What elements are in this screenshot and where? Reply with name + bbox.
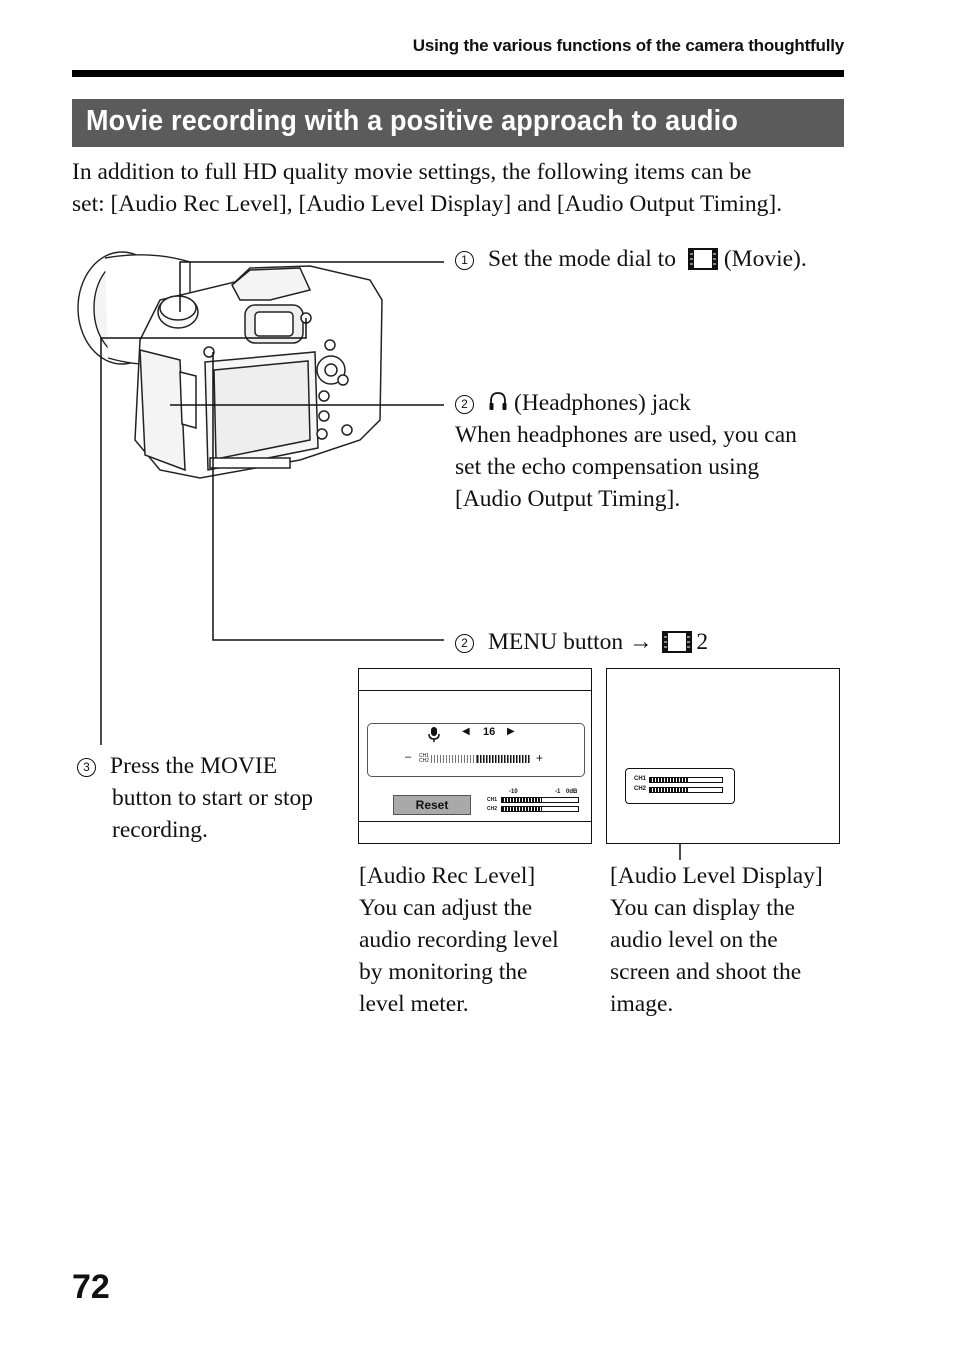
display-meter-ch1 xyxy=(649,777,723,783)
level-display-box: CH1 CH2 xyxy=(625,768,735,804)
movie-step-line-2: button to start or stop xyxy=(112,785,314,811)
leader-menu-button xyxy=(212,352,444,641)
intro-line-2: set: [Audio Rec Level], [Audio Level Dis… xyxy=(72,191,783,217)
menu-page-number: 2 xyxy=(696,629,709,655)
rec-level-value: 16 xyxy=(483,726,496,738)
level-ch2: CH2 xyxy=(419,758,430,764)
headphones-desc-1: When headphones are used, you can xyxy=(455,422,797,448)
page-number: 72 xyxy=(72,1268,110,1306)
rec-level-caption-5: level meter. xyxy=(359,991,469,1017)
rec-level-panel xyxy=(367,723,585,777)
arrow-right-icon: → xyxy=(629,629,653,655)
headphones-jack-label: (Headphones) jack xyxy=(514,390,691,416)
reset-button[interactable]: Reset xyxy=(393,795,471,815)
rec-level-caption-1: [Audio Rec Level] xyxy=(359,863,536,889)
rec-level-slider-fill xyxy=(477,755,531,763)
level-display-caption-3: audio level on the xyxy=(610,927,778,953)
meter-ch2: CH2 xyxy=(487,806,498,812)
step-number-badge: 2 xyxy=(455,395,474,414)
running-header: Using the various functions of the camer… xyxy=(412,36,844,55)
audio-level-display-screen: CH1 CH2 xyxy=(606,668,840,844)
intro-line-1: In addition to full HD quality movie set… xyxy=(72,159,752,185)
meter-scale-mid: -1 xyxy=(555,789,561,795)
rec-level-caption-2: You can adjust the xyxy=(359,895,533,921)
level-ch1: CH1 xyxy=(419,753,430,759)
camera-body xyxy=(134,265,383,479)
audio-rec-level-screen: ◀ 16 ▶ – CH1 CH2 + Reset -10 -1 0dB CH1 … xyxy=(358,668,592,844)
movie-step-line-1: Press the MOVIE xyxy=(110,753,278,779)
step-number-badge: 1 xyxy=(455,251,474,270)
meter-scale-right: 0dB xyxy=(566,789,578,795)
menu-button-label: MENU button xyxy=(488,629,624,655)
meter-scale-left: -10 xyxy=(509,789,518,795)
microphone-icon xyxy=(428,727,440,742)
section-title: Movie recording with a positive approach… xyxy=(86,105,738,137)
decrease-arrow-icon[interactable]: ◀ xyxy=(462,726,470,737)
leader-lines xyxy=(100,261,681,860)
level-display-caption-1: [Audio Level Display] xyxy=(610,863,823,889)
step-number-badge: 3 xyxy=(77,758,96,777)
rec-level-caption-4: by monitoring the xyxy=(359,959,528,985)
level-display-caption-2: You can display the xyxy=(610,895,795,921)
headphones-desc-3: [Audio Output Timing]. xyxy=(455,486,681,512)
display-ch2: CH2 xyxy=(634,786,647,792)
callout-headphones: 2 (Headphones) jack xyxy=(455,387,691,419)
level-minus: – xyxy=(405,751,412,763)
movie-film-icon xyxy=(662,631,693,653)
step-number-badge: 2 xyxy=(455,634,474,653)
increase-arrow-icon[interactable]: ▶ xyxy=(507,726,515,737)
display-meter-ch2 xyxy=(649,787,723,793)
section-title-band: Movie recording with a positive approach… xyxy=(72,99,844,147)
callout-step-1-text: Set the mode dial to xyxy=(488,246,676,272)
level-display-caption-4: screen and shoot the xyxy=(610,959,802,985)
rec-level-caption-3: audio recording level xyxy=(359,927,559,953)
display-ch1: CH1 xyxy=(634,776,647,782)
audio-meter-ch1 xyxy=(501,797,579,803)
level-plus: + xyxy=(536,751,544,765)
header-rule xyxy=(72,70,844,77)
callout-movie-button: 3 Press the MOVIE xyxy=(77,750,277,782)
movie-film-icon xyxy=(687,248,718,270)
meter-ch1: CH1 xyxy=(487,797,498,803)
audio-meter-ch2 xyxy=(501,806,579,812)
leader-movie-button xyxy=(100,318,307,745)
headphones-icon xyxy=(489,392,507,410)
callout-step-1-suffix: (Movie). xyxy=(723,246,807,272)
callout-step-1: 1 Set the mode dial to (Movie). xyxy=(455,243,807,275)
leader-mode-dial xyxy=(179,261,444,312)
callout-menu-button: 2 MENU button → 2 xyxy=(455,626,708,658)
level-display-caption-5: image. xyxy=(610,991,674,1017)
headphones-desc-2: set the echo compensation using xyxy=(455,454,760,480)
intro-paragraph: In addition to full HD quality movie set… xyxy=(72,156,862,220)
movie-step-line-3: recording. xyxy=(112,817,208,843)
